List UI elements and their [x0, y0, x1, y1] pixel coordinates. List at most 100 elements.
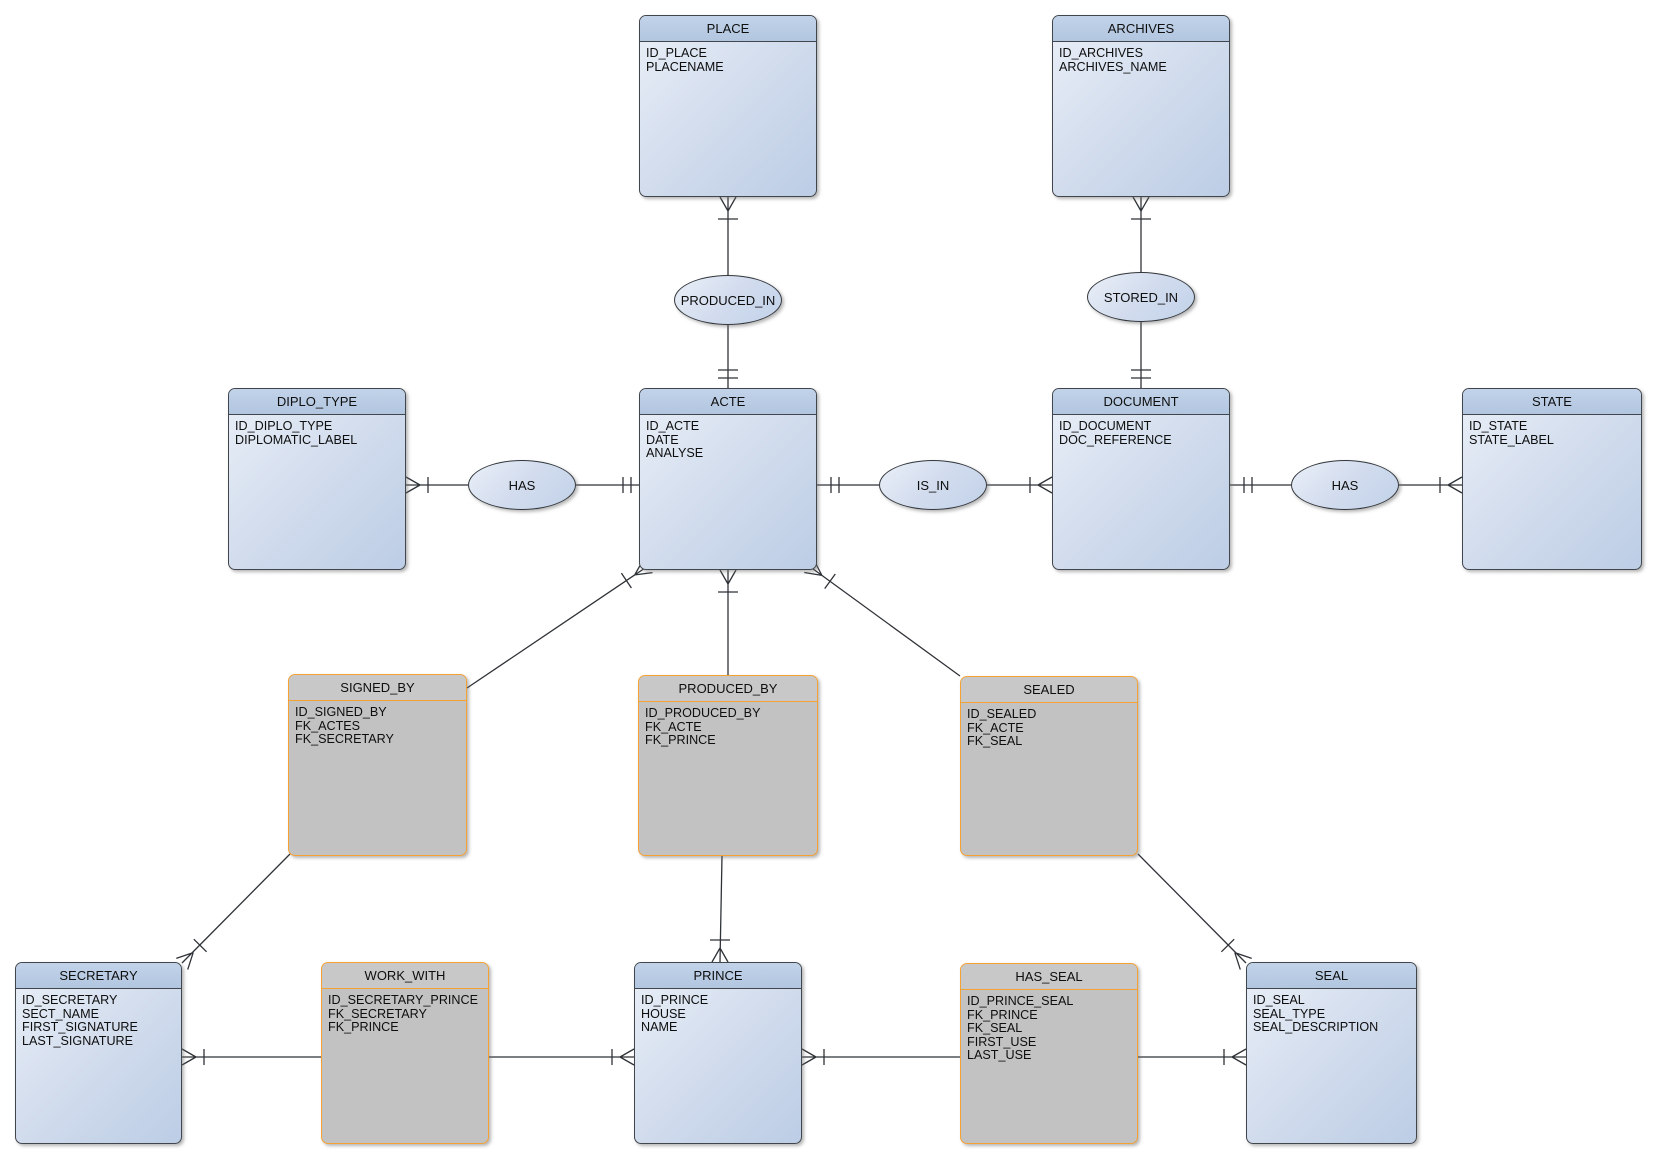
attribute: ID_STATE: [1469, 419, 1528, 433]
connector-produced-by-prince: [710, 855, 730, 963]
attribute: SECT_NAME: [22, 1006, 99, 1021]
attribute: DATE: [646, 432, 679, 447]
attribute: ID_PRINCE: [641, 993, 709, 1007]
attribute: LAST_SIGNATURE: [22, 1033, 134, 1048]
association-signed-by-attributes: ID_SIGNED_BY FK_ACTES FK_SECRETARY: [289, 701, 466, 747]
connector-sealed-seal: [1137, 853, 1252, 970]
connector-has-seal-seal: [1138, 1048, 1247, 1066]
entity-diplo-type-attributes: ID_DIPLO_TYPE DIPLOMATIC_LABEL: [229, 415, 405, 447]
attribute: FIRST_SIGNATURE: [22, 1020, 138, 1034]
connector-prince-has-seal: [801, 1048, 960, 1066]
association-work-with-title: WORK_WITH: [322, 963, 488, 989]
attribute: DOC_REFERENCE: [1059, 432, 1172, 447]
relationship-has-left[interactable]: HAS: [468, 460, 576, 510]
entity-archives[interactable]: ARCHIVES ID_ARCHIVES ARCHIVES_NAME: [1052, 15, 1230, 197]
connector-produced-in-acte: [718, 325, 738, 388]
attribute: FK_PRINCE: [967, 1007, 1038, 1022]
entity-secretary[interactable]: SECRETARY ID_SECRETARY SECT_NAME FIRST_S…: [15, 962, 182, 1144]
attribute: FK_PRINCE: [328, 1020, 399, 1034]
entity-place-title: PLACE: [640, 16, 816, 42]
entity-diplo-type[interactable]: DIPLO_TYPE ID_DIPLO_TYPE DIPLOMATIC_LABE…: [228, 388, 406, 570]
attribute: PLACENAME: [646, 59, 724, 74]
association-produced-by[interactable]: PRODUCED_BY ID_PRODUCED_BY FK_ACTE FK_PR…: [638, 675, 818, 856]
attribute: ID_SEAL: [1253, 993, 1305, 1007]
entity-diplo-type-title: DIPLO_TYPE: [229, 389, 405, 415]
entity-secretary-attributes: ID_SECRETARY SECT_NAME FIRST_SIGNATURE L…: [16, 989, 181, 1048]
entity-acte[interactable]: ACTE ID_ACTE DATE ANALYSE: [639, 388, 817, 570]
association-work-with-attributes: ID_SECRETARY_PRINCE FK_SECRETARY FK_PRIN…: [322, 989, 488, 1035]
association-signed-by-title: SIGNED_BY: [289, 675, 466, 701]
connector-secretary-work-with: [181, 1048, 321, 1066]
entity-state-title: STATE: [1463, 389, 1641, 415]
entity-seal-title: SEAL: [1247, 963, 1416, 989]
attribute: STATE_LABEL: [1469, 432, 1554, 447]
relationship-has-right[interactable]: HAS: [1291, 460, 1399, 510]
association-sealed[interactable]: SEALED ID_SEALED FK_ACTE FK_SEAL: [960, 676, 1138, 856]
relationship-has-right-label: HAS: [1331, 477, 1359, 493]
attribute: FK_ACTES: [295, 718, 361, 733]
entity-archives-attributes: ID_ARCHIVES ARCHIVES_NAME: [1053, 42, 1229, 74]
relationship-produced-in[interactable]: PRODUCED_IN: [674, 275, 782, 325]
entity-acte-title: ACTE: [640, 389, 816, 415]
entity-state-attributes: ID_STATE STATE_LABEL: [1463, 415, 1641, 447]
attribute: ID_SECRETARY: [22, 993, 118, 1007]
attribute: FK_SEAL: [967, 734, 1023, 748]
attribute: SEAL_TYPE: [1253, 1006, 1326, 1021]
entity-document[interactable]: DOCUMENT ID_DOCUMENT DOC_REFERENCE: [1052, 388, 1230, 570]
connector-place-produced-in: [718, 196, 738, 275]
attribute: ANALYSE: [646, 446, 704, 460]
entity-place[interactable]: PLACE ID_PLACE PLACENAME: [639, 15, 817, 197]
attribute: FK_SEAL: [967, 1021, 1023, 1035]
association-work-with[interactable]: WORK_WITH ID_SECRETARY_PRINCE FK_SECRETA…: [321, 962, 489, 1144]
association-produced-by-attributes: ID_PRODUCED_BY FK_ACTE FK_PRINCE: [639, 702, 817, 748]
attribute: HOUSE: [641, 1006, 686, 1021]
relationship-is-in-label: IS_IN: [916, 477, 950, 493]
attribute: FK_PRINCE: [645, 733, 716, 747]
connector-has-state: [1399, 476, 1463, 494]
entity-acte-attributes: ID_ACTE DATE ANALYSE: [640, 415, 816, 461]
entity-archives-title: ARCHIVES: [1053, 16, 1229, 42]
association-sealed-attributes: ID_SEALED FK_ACTE FK_SEAL: [961, 703, 1137, 749]
association-sealed-title: SEALED: [961, 677, 1137, 703]
relationship-is-in[interactable]: IS_IN: [879, 460, 987, 510]
attribute: ID_DOCUMENT: [1059, 419, 1152, 433]
entity-document-attributes: ID_DOCUMENT DOC_REFERENCE: [1053, 415, 1229, 447]
entity-state[interactable]: STATE ID_STATE STATE_LABEL: [1462, 388, 1642, 570]
connector-diplo-type-has: [405, 476, 468, 494]
entity-secretary-title: SECRETARY: [16, 963, 181, 989]
entity-seal[interactable]: SEAL ID_SEAL SEAL_TYPE SEAL_DESCRIPTION: [1246, 962, 1417, 1144]
entity-document-title: DOCUMENT: [1053, 389, 1229, 415]
association-produced-by-title: PRODUCED_BY: [639, 676, 817, 702]
attribute: LAST_USE: [967, 1048, 1032, 1062]
association-signed-by[interactable]: SIGNED_BY ID_SIGNED_BY FK_ACTES FK_SECRE…: [288, 674, 467, 856]
attribute: ID_PLACE: [646, 46, 707, 60]
association-has-seal[interactable]: HAS_SEAL ID_PRINCE_SEAL FK_PRINCE FK_SEA…: [960, 963, 1138, 1144]
attribute: ID_DIPLO_TYPE: [235, 419, 333, 433]
attribute: FK_ACTE: [645, 719, 702, 734]
entity-seal-attributes: ID_SEAL SEAL_TYPE SEAL_DESCRIPTION: [1247, 989, 1416, 1035]
attribute: ID_SECRETARY_PRINCE: [328, 993, 478, 1007]
connector-document-has: [1230, 477, 1291, 493]
attribute: SEAL_DESCRIPTION: [1253, 1020, 1379, 1034]
attribute: FK_SECRETARY: [328, 1006, 427, 1021]
connector-stored-in-document: [1131, 322, 1151, 388]
connector-acte-sealed: [804, 559, 961, 677]
attribute: ID_PRINCE_SEAL: [967, 994, 1074, 1008]
attribute: ID_PRODUCED_BY: [645, 706, 761, 720]
association-has-seal-attributes: ID_PRINCE_SEAL FK_PRINCE FK_SEAL FIRST_U…: [961, 990, 1137, 1063]
connector-signed-by-secretary: [176, 853, 291, 970]
connector-acte-signed-by: [466, 559, 653, 689]
attribute: ID_ARCHIVES: [1059, 46, 1143, 60]
relationship-produced-in-label: PRODUCED_IN: [680, 292, 776, 308]
attribute: ID_ACTE: [646, 419, 700, 433]
relationship-stored-in[interactable]: STORED_IN: [1087, 272, 1195, 322]
entity-prince[interactable]: PRINCE ID_PRINCE HOUSE NAME: [634, 962, 802, 1144]
attribute: FK_ACTE: [967, 720, 1024, 735]
entity-prince-attributes: ID_PRINCE HOUSE NAME: [635, 989, 801, 1035]
attribute: FK_SECRETARY: [295, 732, 394, 746]
connector-work-with-prince: [489, 1048, 635, 1066]
connector-archives-stored-in: [1131, 196, 1151, 272]
entity-place-attributes: ID_PLACE PLACENAME: [640, 42, 816, 74]
